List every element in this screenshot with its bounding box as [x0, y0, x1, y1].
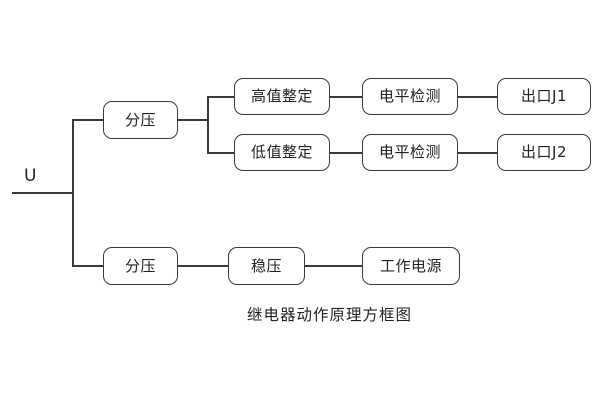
- divider-to-split-wire: [178, 119, 209, 121]
- regulator-to-working-power-wire: [305, 265, 363, 267]
- node-level-detect-high[interactable]: 电平检测: [362, 78, 458, 115]
- level-detect-to-output-j1-wire: [458, 96, 498, 98]
- trunk-vertical-wire: [72, 120, 74, 267]
- input-trunk-wire: [12, 192, 74, 194]
- split-to-high-setting-wire: [207, 96, 235, 98]
- node-output-j1[interactable]: 出口J1: [497, 78, 591, 115]
- low-setting-to-level-detect-wire: [330, 152, 363, 154]
- node-output-j2[interactable]: 出口J2: [497, 134, 591, 171]
- node-level-detect-low[interactable]: 电平检测: [362, 134, 458, 171]
- node-voltage-regulator[interactable]: 稳压: [228, 247, 305, 285]
- divider-bottom-to-regulator-wire: [178, 265, 229, 267]
- split-vertical-wire: [207, 96, 209, 154]
- level-detect-to-output-j2-wire: [458, 152, 498, 154]
- high-setting-to-level-detect-wire: [330, 96, 363, 98]
- node-divider-top[interactable]: 分压: [103, 101, 178, 139]
- node-low-setting[interactable]: 低值整定: [234, 134, 330, 171]
- node-divider-bottom[interactable]: 分压: [103, 247, 178, 285]
- diagram-caption: 继电器动作原理方框图: [247, 306, 413, 324]
- node-high-setting[interactable]: 高值整定: [234, 78, 330, 115]
- node-working-power[interactable]: 工作电源: [362, 247, 460, 285]
- split-to-low-setting-wire: [207, 152, 235, 154]
- input-voltage-label: U: [24, 166, 37, 186]
- trunk-to-bottom-divider-wire: [72, 265, 104, 267]
- trunk-to-top-divider-wire: [72, 119, 104, 121]
